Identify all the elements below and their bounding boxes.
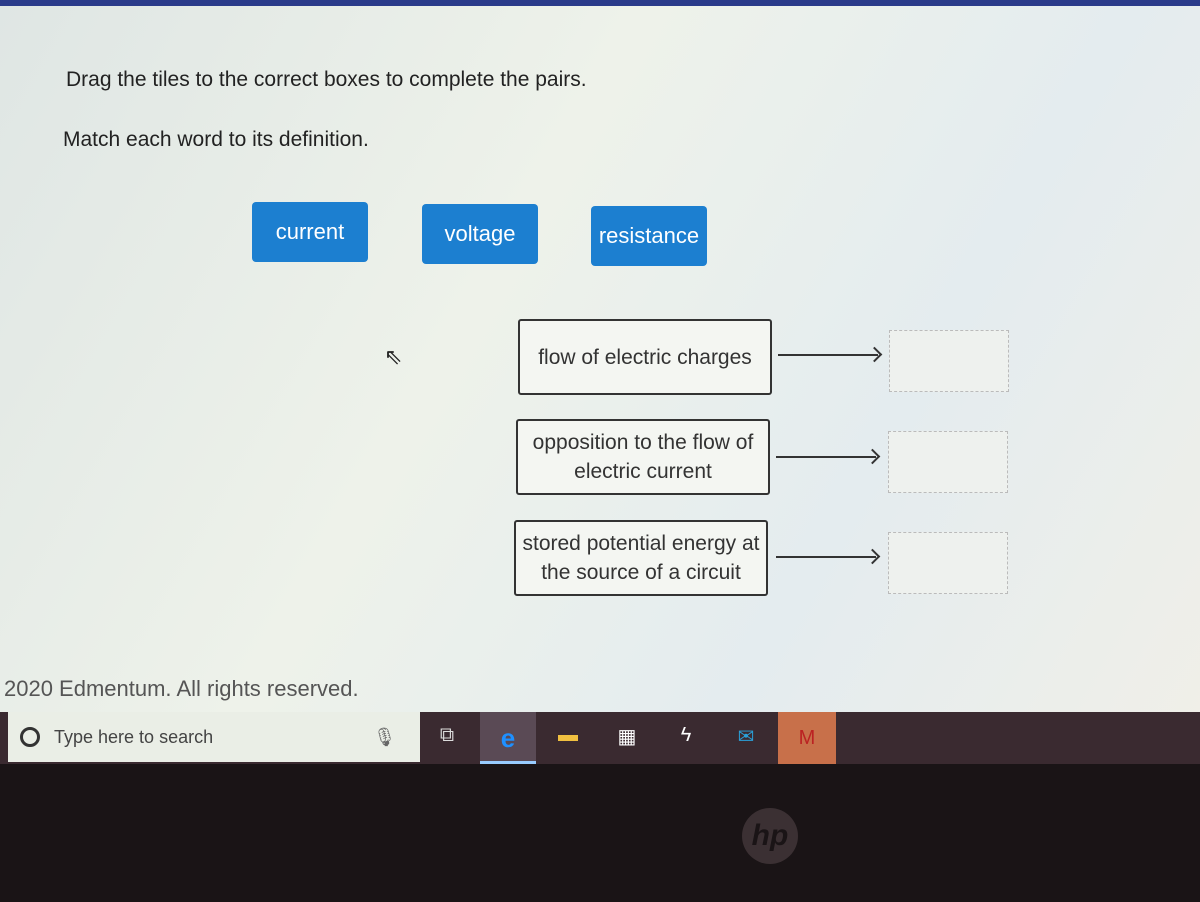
definition-2: opposition to the flow of electric curre…: [516, 419, 770, 495]
store-icon[interactable]: ▦: [617, 726, 637, 748]
screen: Drag the tiles to the correct boxes to c…: [0, 0, 1200, 736]
mcafee-icon[interactable]: M: [778, 712, 836, 764]
file-explorer-icon[interactable]: ▬: [558, 724, 578, 746]
footer-copyright: 2020 Edmentum. All rights reserved.: [4, 676, 359, 701]
app-icon[interactable]: ϟ: [680, 724, 692, 746]
arrow-icon: [776, 456, 876, 458]
drop-box-1[interactable]: [889, 330, 1009, 392]
drop-box-3[interactable]: [888, 532, 1008, 594]
taskbar-search[interactable]: Type here to search 🎙: [8, 712, 420, 762]
definition-1: flow of electric charges: [518, 319, 772, 395]
cortana-icon: [20, 727, 40, 747]
drop-box-2[interactable]: [888, 431, 1008, 493]
arrow-icon: [776, 556, 876, 558]
tile-resistance[interactable]: resistance: [591, 206, 707, 266]
mouse-cursor-icon: ⇖: [384, 344, 403, 369]
mail-icon[interactable]: ✉: [737, 726, 755, 748]
arrow-icon: [778, 354, 878, 356]
tile-current[interactable]: current: [252, 202, 368, 262]
hp-logo: hp: [742, 808, 798, 864]
task-view-icon[interactable]: ⧉: [439, 724, 455, 746]
search-placeholder: Type here to search: [54, 726, 214, 747]
edge-icon[interactable]: e: [480, 712, 536, 764]
prompt: Match each word to its definition.: [63, 128, 369, 151]
taskbar: Type here to search 🎙 ⧉ e ▬ ▦ ϟ ✉ M: [0, 712, 1200, 764]
definition-3: stored potential energy at the source of…: [514, 520, 768, 596]
microphone-icon[interactable]: 🎙: [373, 726, 396, 747]
instructions: Drag the tiles to the correct boxes to c…: [66, 68, 587, 91]
tile-voltage[interactable]: voltage: [422, 204, 538, 264]
